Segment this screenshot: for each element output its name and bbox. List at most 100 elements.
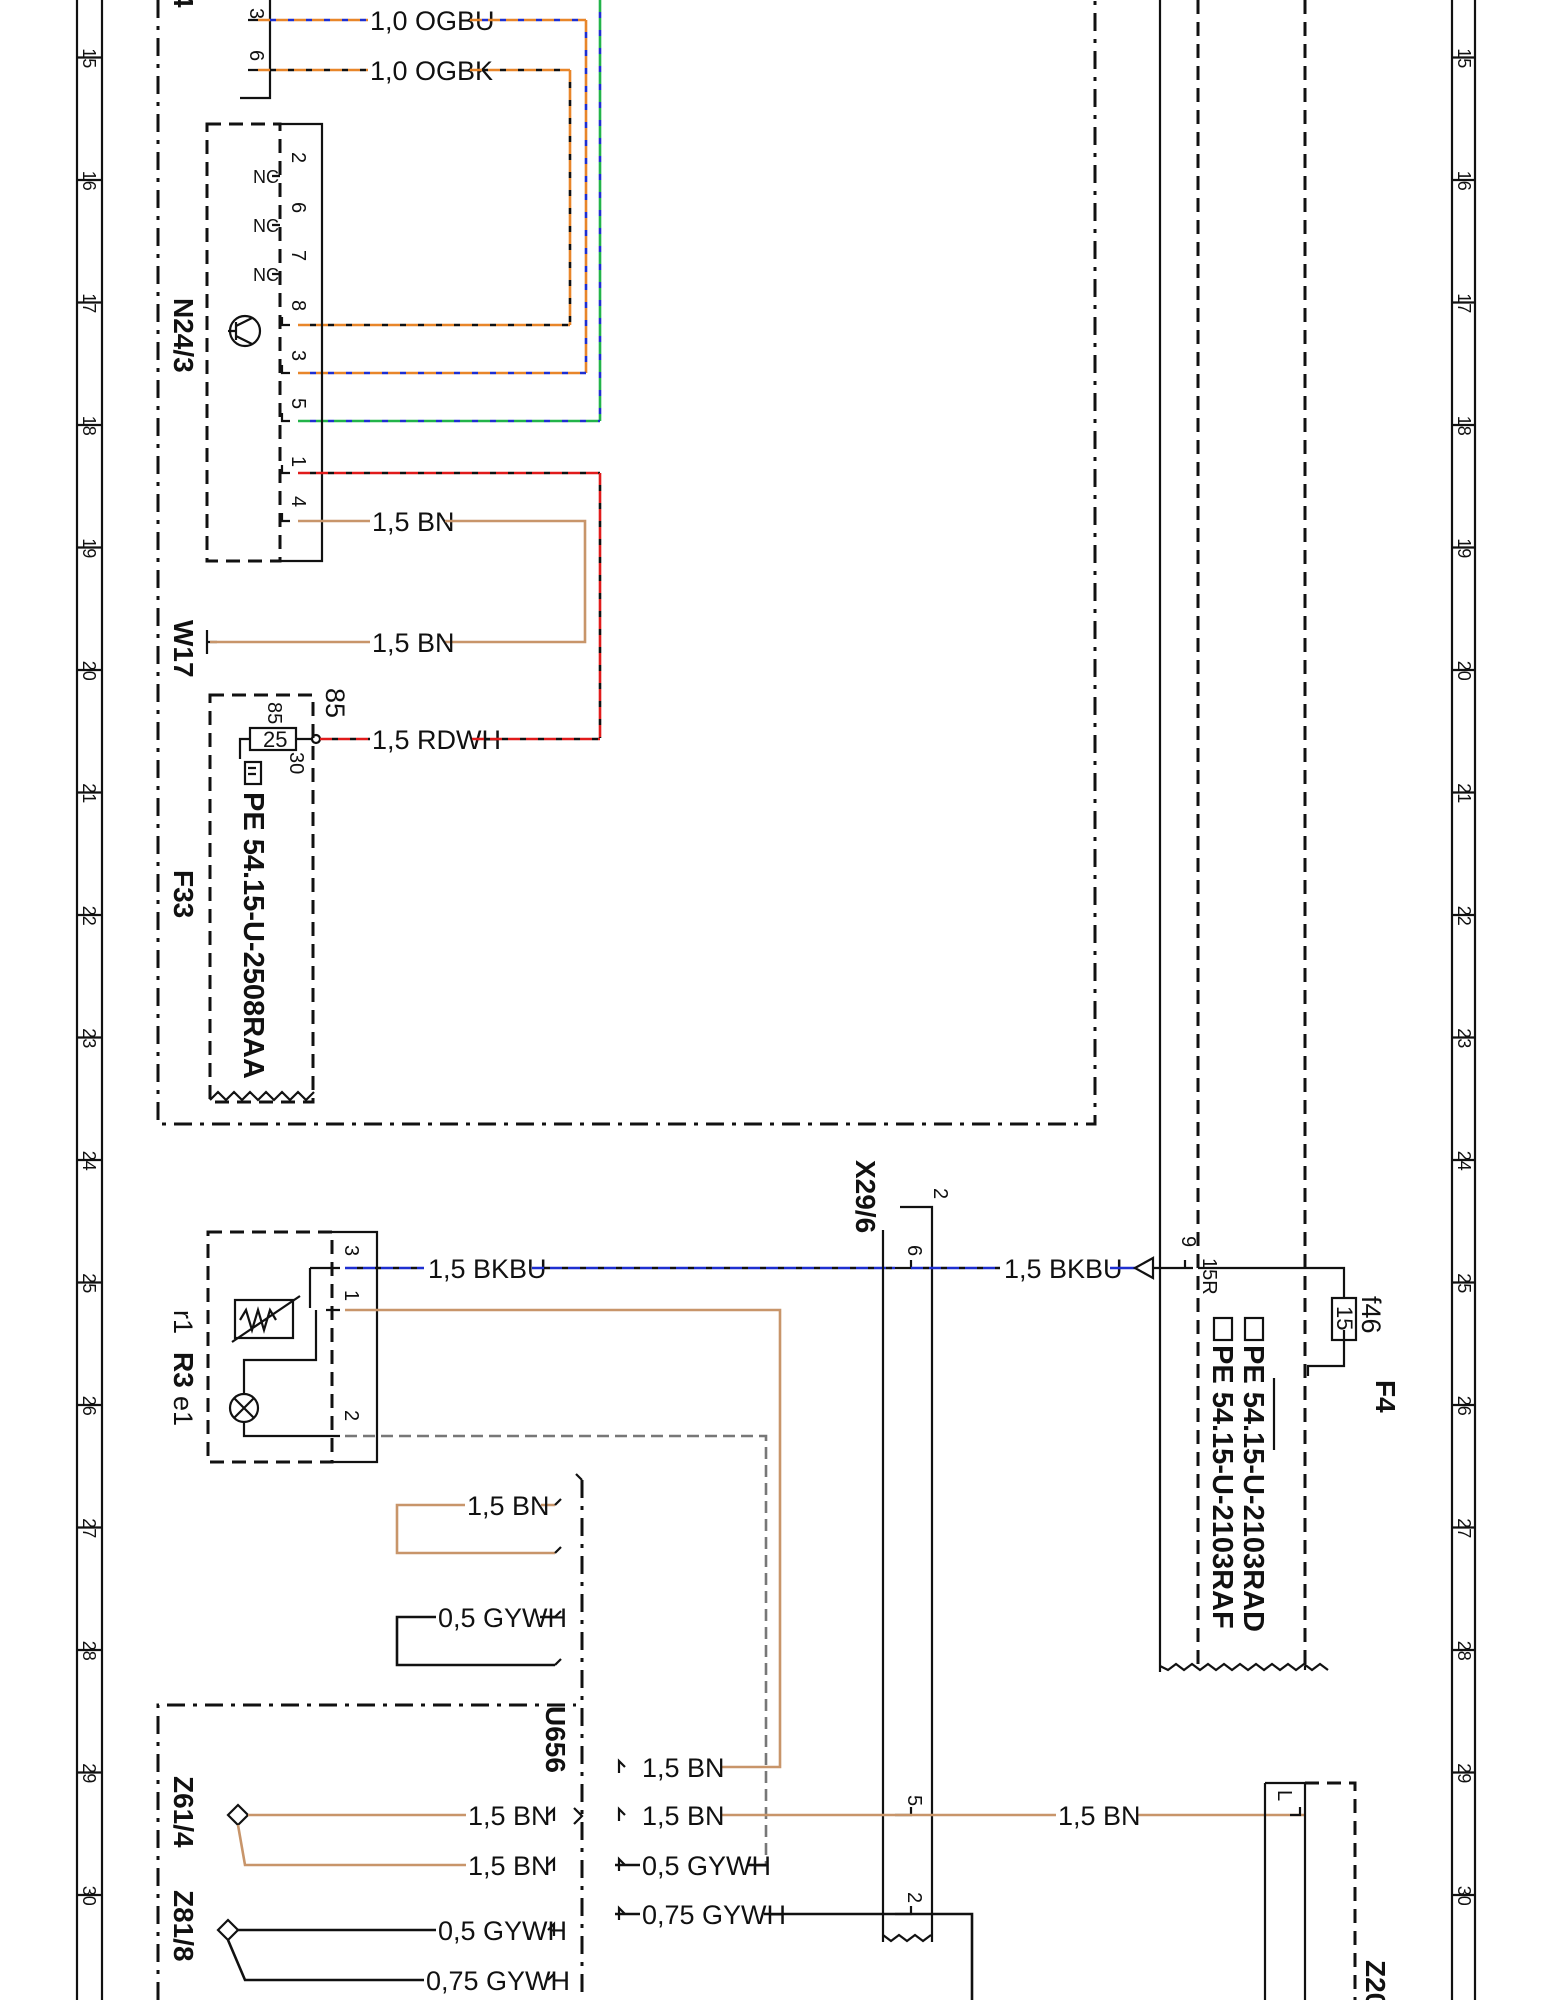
ruler-label-left: 16 — [79, 171, 99, 191]
f46-fuse — [1330, 1296, 1358, 1342]
r1-label: r1 — [168, 1310, 198, 1334]
n24-nc-2: NC — [253, 167, 279, 187]
ruler-label-left: 19 — [79, 538, 99, 558]
w17-label: W17 — [168, 620, 199, 678]
ruler-label-right: 24 — [1454, 1151, 1474, 1171]
ruler-label-right: 16 — [1454, 171, 1474, 191]
ruler-label-left: 21 — [79, 783, 99, 803]
f33-rating: 25 — [263, 727, 287, 752]
n24-pin-8: 8 — [287, 300, 309, 311]
hand-pointer-icon — [243, 760, 263, 786]
ruler-label-left: 17 — [79, 293, 99, 313]
n24-pin-2: 2 — [287, 152, 309, 163]
wire-label-z61-bn-2: 1,5 BN — [468, 1851, 551, 1881]
ruler-label-right: 22 — [1454, 906, 1474, 926]
ruler-label-left: 23 — [79, 1028, 99, 1048]
wire-label-bn-loop: 1,5 BN — [467, 1491, 550, 1521]
e1-label: e1 — [168, 1396, 198, 1426]
ruler-label-left: 15 — [79, 48, 99, 68]
f46-label: f46 — [1356, 1296, 1386, 1334]
wire-label-gywh-loop: 0,5 GYWH — [438, 1603, 567, 1633]
n24-pin-1: 1 — [287, 456, 309, 467]
wire-label-bn-to-z20: 1,5 BN — [1058, 1801, 1141, 1831]
f4-frame — [1196, 0, 1307, 1672]
ruler-label-left: 28 — [79, 1641, 99, 1661]
ruler-label-right: 17 — [1454, 293, 1474, 313]
right-ruler — [1450, 0, 1477, 2000]
f33-pin-30: 30 — [285, 752, 307, 774]
left-ruler — [75, 0, 104, 2000]
wire-label-bn-w17: 1,5 BN — [372, 628, 455, 658]
n24-nc-7: NC — [253, 265, 279, 285]
ruler-label-right: 20 — [1454, 661, 1474, 681]
ruler-label-left: 24 — [79, 1151, 99, 1171]
r3-connector — [332, 1230, 379, 1464]
x29-6-label: X29/6 — [850, 1160, 881, 1233]
ruler-label-left: 22 — [79, 906, 99, 926]
wire-label-z61-bn-1: 1,5 BN — [468, 1801, 551, 1831]
hand-pointer-icon-f4a — [1243, 1316, 1265, 1342]
top-pin-3: 3 — [245, 8, 267, 19]
wire-label-bkbu-left: 1,5 BKBU — [428, 1254, 547, 1284]
n24-nc-6: NC — [253, 216, 279, 236]
ruler-label-left: 30 — [79, 1886, 99, 1906]
f4-pin-15r: 15R — [1198, 1258, 1220, 1295]
n24-3-label: N24/3 — [168, 298, 199, 373]
ruler-label-right: 21 — [1454, 783, 1474, 803]
ruler-label-right: 30 — [1454, 1886, 1474, 1906]
ruler-label-right: 26 — [1454, 1396, 1474, 1416]
wire-label-u-bn-2: 1,5 BN — [642, 1801, 725, 1831]
r3-pin-3: 3 — [340, 1245, 362, 1256]
u656-label: U656 — [540, 1706, 571, 1773]
transistor-icon — [228, 314, 262, 348]
z20-pin-l: L — [1273, 1790, 1295, 1801]
ruler-label-left: 20 — [79, 661, 99, 681]
n24-pin-5: 5 — [287, 398, 309, 409]
top-connector-body — [240, 0, 272, 100]
ruler-label-left: 26 — [79, 1396, 99, 1416]
wire-label-u-gywh075: 0,75 GYWH — [642, 1900, 786, 1930]
f33-pe-ref: PE 54.15-U-2508RAA — [237, 792, 269, 1079]
n24-pin-6: 6 — [287, 202, 309, 213]
top-edge-label: 4 — [168, 0, 199, 8]
f46-rating: 15 — [1332, 1306, 1357, 1330]
n24-pin-7: 7 — [287, 250, 309, 261]
n24-pin-4: 4 — [287, 496, 309, 507]
f33-frame — [208, 693, 315, 1104]
module-frame — [156, 0, 1097, 1126]
z81-8-label: Z81/8 — [168, 1890, 199, 1962]
f4-pe-ref-b: PE 54.15-U-2103RAF — [1206, 1345, 1238, 1629]
ruler-label-left: 27 — [79, 1518, 99, 1538]
z61-4-node-icon — [226, 1803, 250, 1827]
r3-pin-2: 2 — [340, 1410, 362, 1421]
top-pin-6: 6 — [245, 50, 267, 61]
ruler-label-left: 25 — [79, 1273, 99, 1293]
f4-arrow-icon — [1132, 1256, 1155, 1280]
x29-pin-5: 5 — [903, 1795, 925, 1806]
z61-4-label: Z61/4 — [168, 1776, 199, 1848]
x29-6-connector — [881, 1205, 934, 1942]
ruler-label-right: 18 — [1454, 416, 1474, 436]
x29-pin-6: 6 — [903, 1245, 925, 1256]
f33-label: F33 — [168, 870, 199, 918]
ruler-label-left: 29 — [79, 1763, 99, 1783]
ruler-label-right: 25 — [1454, 1273, 1474, 1293]
f33-ext-85: 85 — [320, 688, 350, 718]
f33-pin-85: 85 — [263, 702, 285, 724]
hand-pointer-icon-f4b — [1212, 1316, 1234, 1342]
f4-label: F4 — [1370, 1380, 1401, 1413]
wire-label-bn-pin4: 1,5 BN — [372, 507, 455, 537]
x29-pin-2: 2 — [929, 1188, 951, 1199]
f4-pe-ref-a: PE 54.15-U-2103RAD — [1237, 1345, 1269, 1632]
lamp-icon — [228, 1392, 260, 1424]
f4-pin-9: 9 — [1177, 1236, 1199, 1247]
ruler-label-left: 18 — [79, 416, 99, 436]
x29-pin-2b: 2 — [903, 1892, 925, 1903]
u656-frame — [156, 1480, 584, 2000]
wire-label-z81-gywh075: 0,75 GYWH — [426, 1966, 570, 1996]
n24-pin-3: 3 — [287, 350, 309, 361]
ruler-label-right: 15 — [1454, 48, 1474, 68]
rheostat-icon — [231, 1295, 301, 1343]
wire-label-bkbu-right: 1,5 BKBU — [1004, 1254, 1123, 1284]
